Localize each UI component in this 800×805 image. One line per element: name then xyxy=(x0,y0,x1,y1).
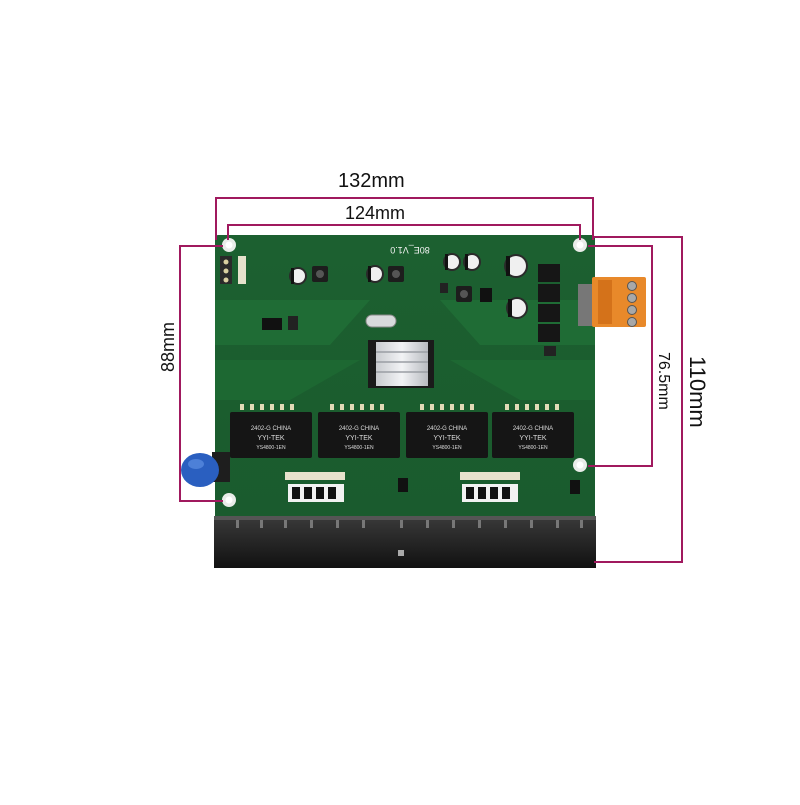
dimension-lines xyxy=(179,197,683,563)
svg-text:2402-G CHINA: 2402-G CHINA xyxy=(251,426,291,432)
svg-text:YYI-TEK: YYI-TEK xyxy=(257,435,285,442)
svg-text:YYI-TEK: YYI-TEK xyxy=(433,435,461,442)
svg-text:YYI-TEK: YYI-TEK xyxy=(345,435,373,442)
dimension-label-88mm: 88mm xyxy=(158,321,178,372)
led-headers xyxy=(285,472,580,502)
dimension-label-76-5mm: 76.5mm xyxy=(655,352,672,410)
dim-132mm-line xyxy=(215,197,594,240)
rj45-port-row xyxy=(214,516,596,568)
switch-chip-heatsink xyxy=(368,340,434,388)
dim-76-5mm-line xyxy=(588,245,653,467)
pin-header xyxy=(220,256,246,284)
dim-124mm-line xyxy=(227,224,581,240)
dimension-label-110mm: 110mm xyxy=(685,356,710,428)
svg-text:YS4800-1EN: YS4800-1EN xyxy=(256,445,286,451)
electrolytic-capacitors xyxy=(289,253,528,319)
dim-88mm-line xyxy=(179,245,223,502)
svg-text:YYI-TEK: YYI-TEK xyxy=(519,435,547,442)
svg-text:2402-G CHINA: 2402-G CHINA xyxy=(339,426,379,432)
crystal-oscillator xyxy=(365,314,397,328)
dimension-label-124mm: 124mm xyxy=(345,203,406,223)
mounting-holes xyxy=(222,238,587,507)
svg-text:YS4800-1EN: YS4800-1EN xyxy=(344,445,374,451)
relay-column xyxy=(538,264,560,356)
dimension-label-132mm: 132mm xyxy=(338,170,405,192)
dim-110mm-line xyxy=(594,236,683,563)
silk-version: 80E_V1.0 xyxy=(390,245,430,255)
inductors xyxy=(312,266,472,302)
svg-text:YS4800-1EN: YS4800-1EN xyxy=(518,445,548,451)
lan-transformers: 2402-G CHINA YYI-TEK YS4800-1EN 2402-G C… xyxy=(230,412,574,458)
svg-text:2402-G CHINA: 2402-G CHINA xyxy=(427,426,467,432)
blue-disc-capacitor xyxy=(181,452,230,487)
svg-text:YS4800-1EN: YS4800-1EN xyxy=(432,445,462,451)
power-terminal-block xyxy=(578,277,646,327)
svg-text:2402-G CHINA: 2402-G CHINA xyxy=(513,426,553,432)
